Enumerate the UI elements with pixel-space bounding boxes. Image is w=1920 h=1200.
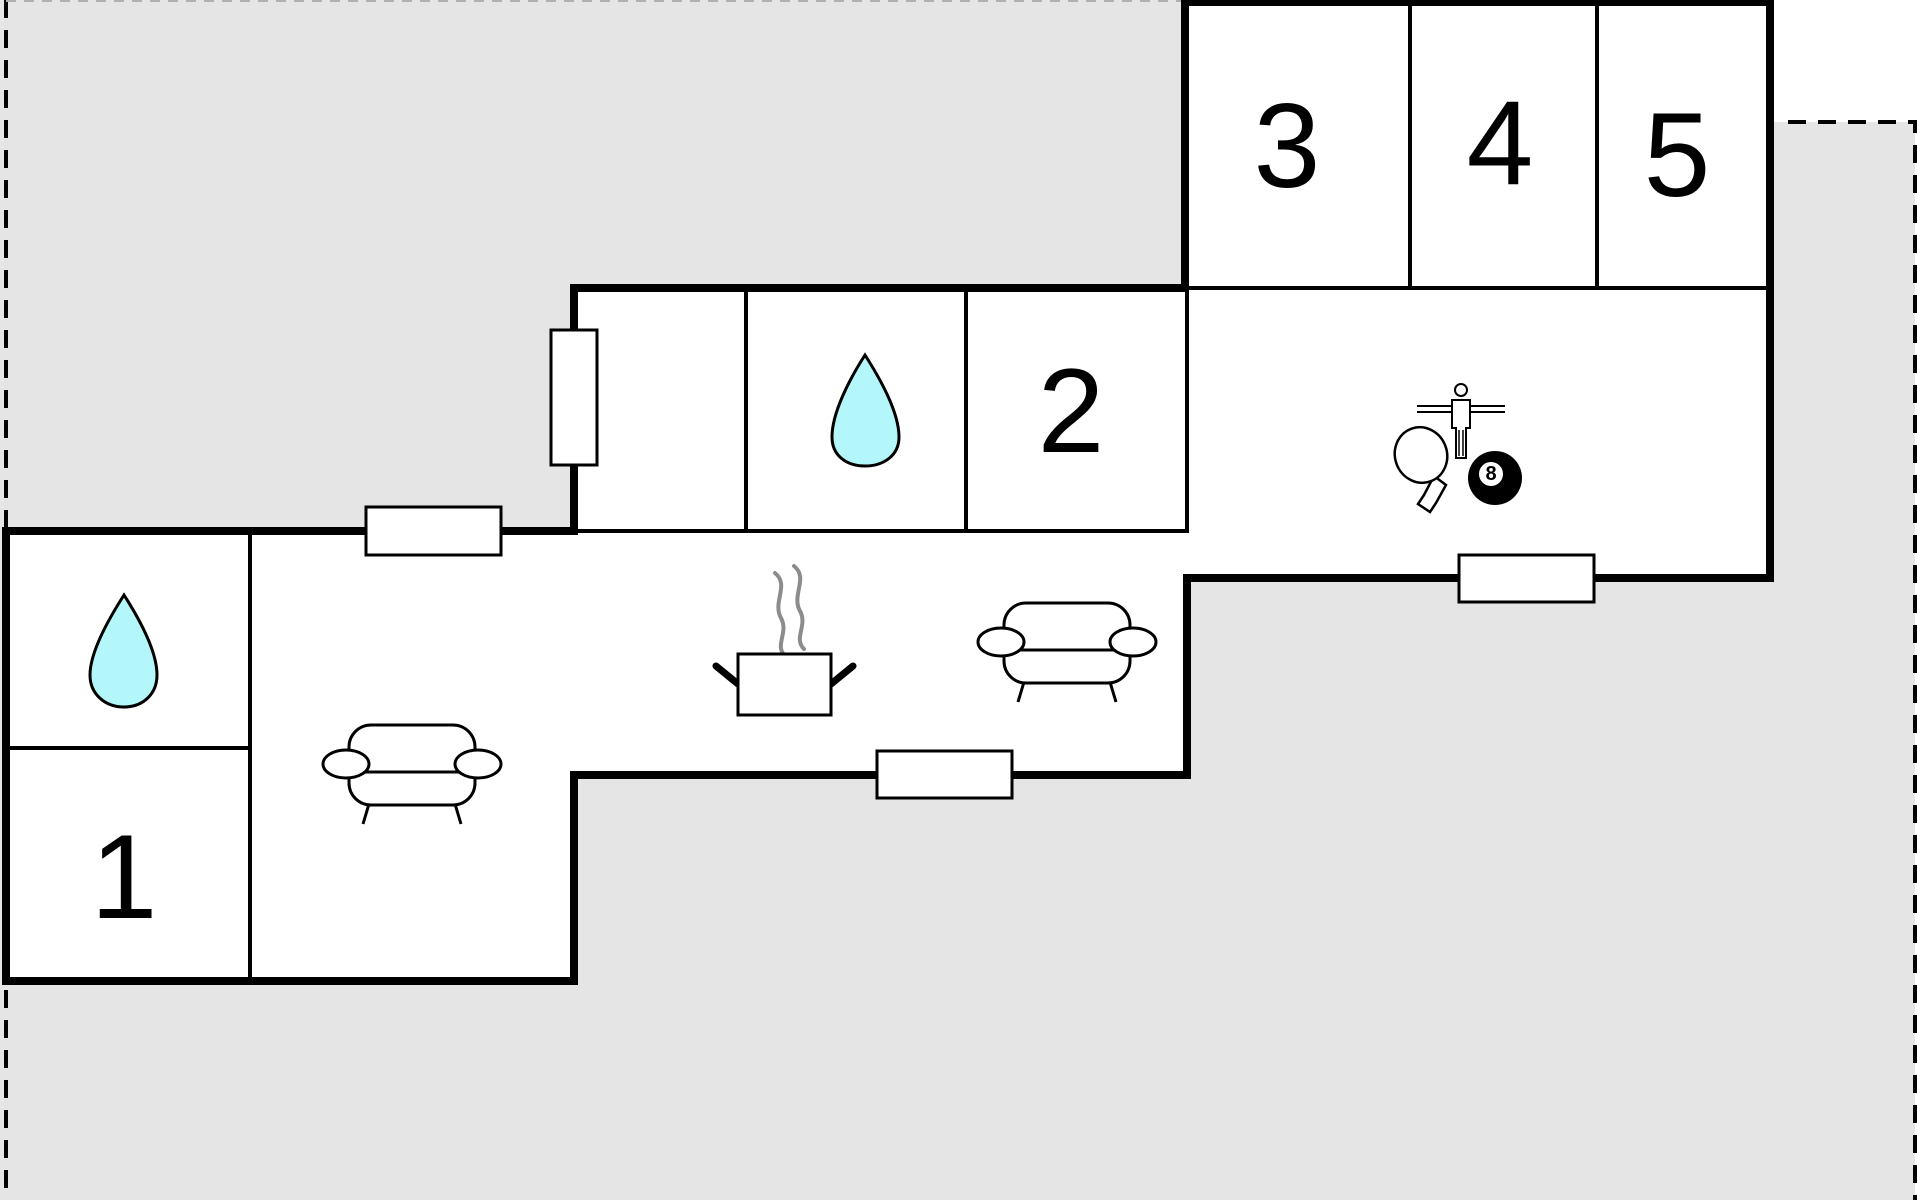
windows	[364, 328, 1596, 800]
steam-icon	[773, 571, 787, 658]
room-labels: 1 2 3 4 5	[91, 76, 1711, 944]
property-boundary-right	[1788, 120, 1917, 1200]
window-icon	[1457, 553, 1596, 604]
games-icons: 8	[1393, 383, 1522, 514]
interior-walls	[4, 0, 1772, 983]
room-label-4: 4	[1467, 76, 1534, 210]
table-tennis-paddle-icon	[1393, 425, 1449, 514]
water-drop-icon	[88, 592, 159, 709]
window-icon	[364, 505, 503, 557]
cooking-pot-icon	[712, 564, 857, 717]
table-football-icon	[1417, 383, 1505, 459]
water-drop-icon	[830, 352, 901, 468]
room-label-3: 3	[1254, 79, 1321, 213]
billiard-ball-icon: 8	[1468, 451, 1522, 505]
exterior-walls	[2, 0, 1774, 985]
sofa-icon	[976, 601, 1158, 703]
billiard-ball-number: 8	[1485, 463, 1496, 485]
room-label-5: 5	[1644, 88, 1711, 222]
window-icon	[549, 328, 599, 467]
window-icon	[875, 749, 1014, 800]
room-label-2: 2	[1038, 344, 1105, 478]
room-label-1: 1	[91, 810, 158, 944]
sofa-icon	[321, 723, 503, 825]
steam-icon	[792, 564, 806, 651]
